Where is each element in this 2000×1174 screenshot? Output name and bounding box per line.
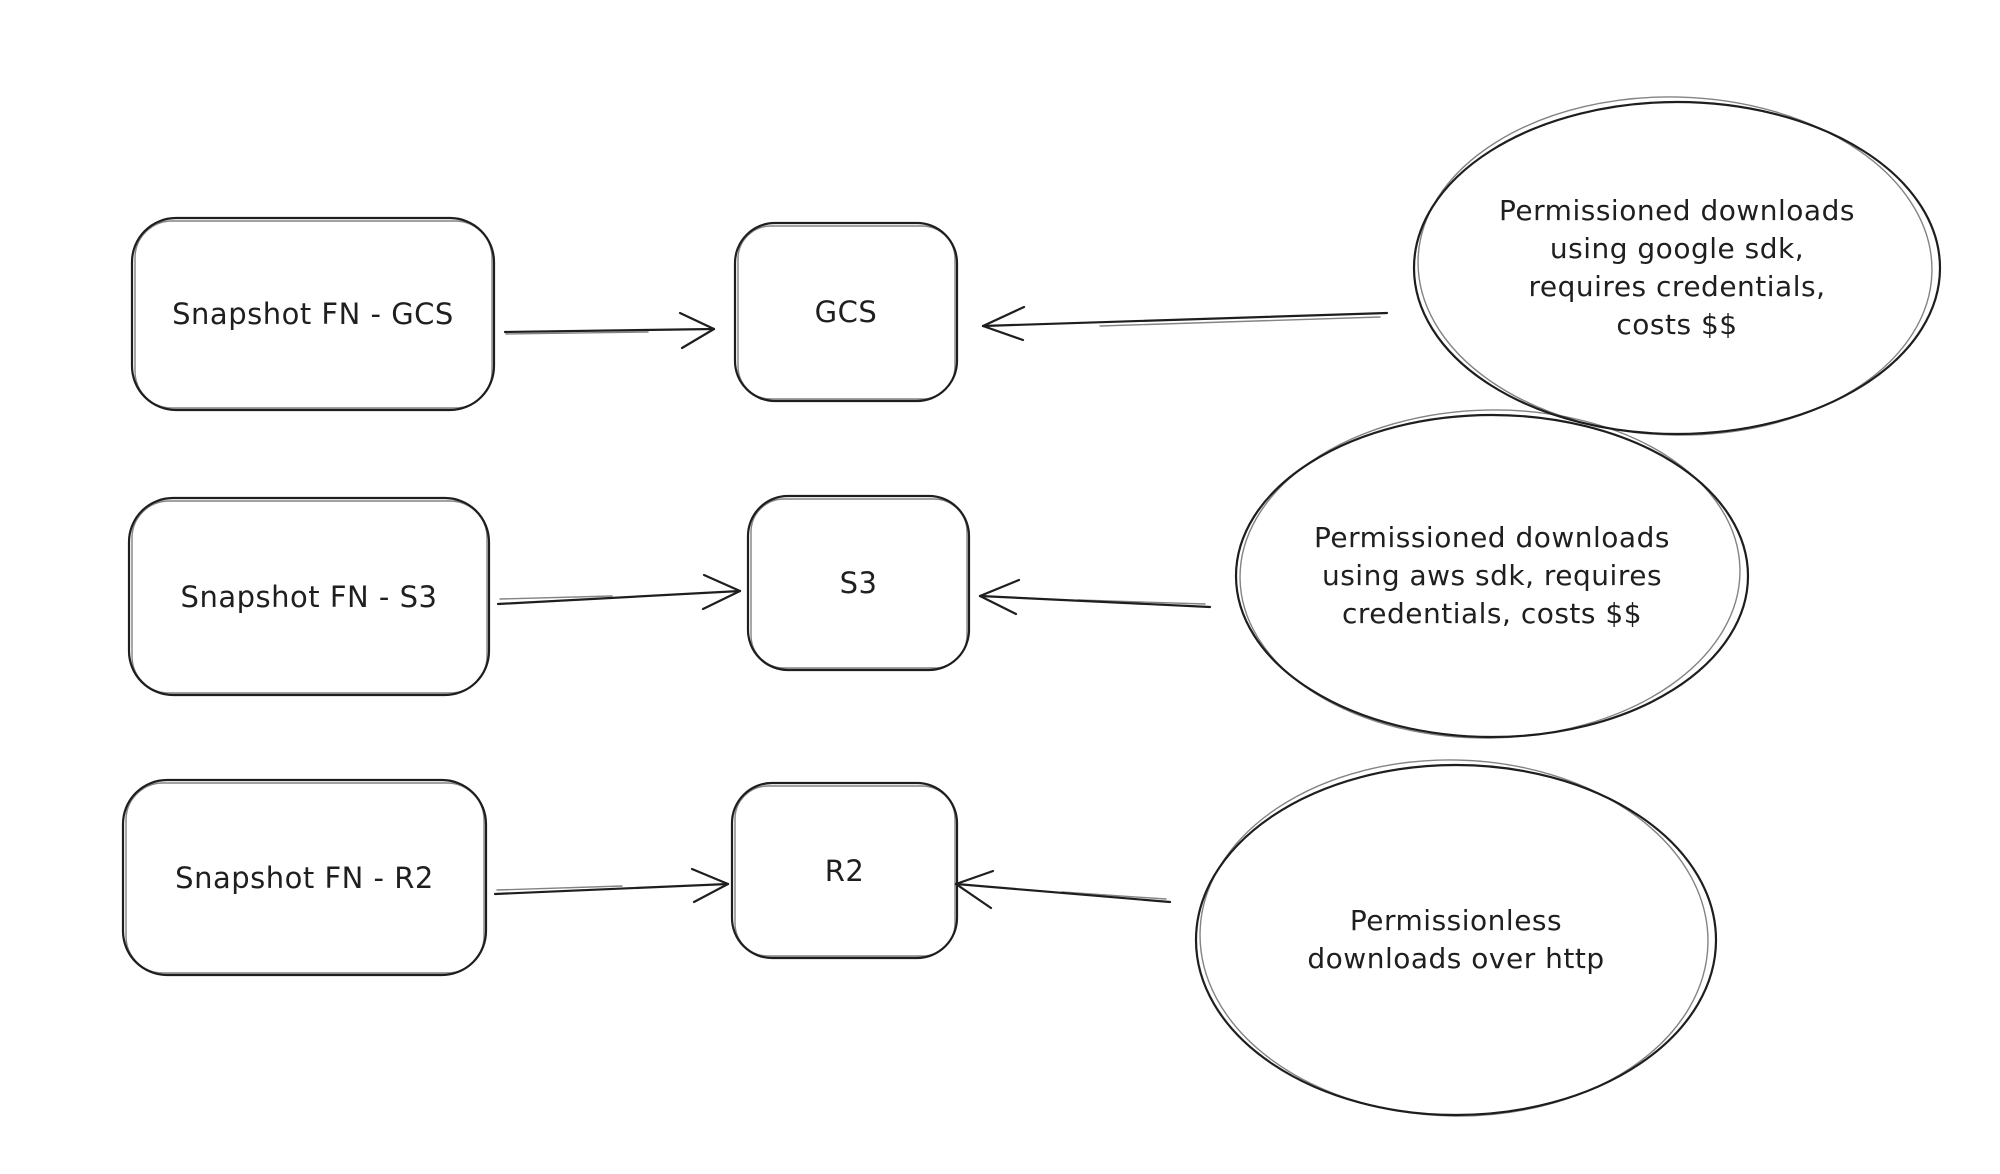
arrow-snapshot-s3-to-s3 [496,573,742,611]
r2-node-shape [730,781,959,960]
arrow-note-r2-to-r2 [954,869,1172,910]
s3-node-shape [746,494,971,672]
arrow-note-gcs-to-gcs [981,305,1389,342]
note-ellipse-r2-shape [1194,759,1718,1117]
note-ellipse-s3-shape [1234,409,1750,739]
snapshot-fn-r2-node-shape [121,778,488,977]
arrow-note-s3-to-s3 [978,578,1212,616]
snapshot-fn-s3-node-shape [127,496,491,697]
note-ellipse-gcs-shape [1412,96,1942,436]
gcs-node-shape [733,221,959,403]
arrow-snapshot-r2-to-r2 [493,867,730,904]
arrow-snapshot-gcs-to-gcs [503,311,716,350]
snapshot-fn-gcs-node-shape [130,216,496,412]
